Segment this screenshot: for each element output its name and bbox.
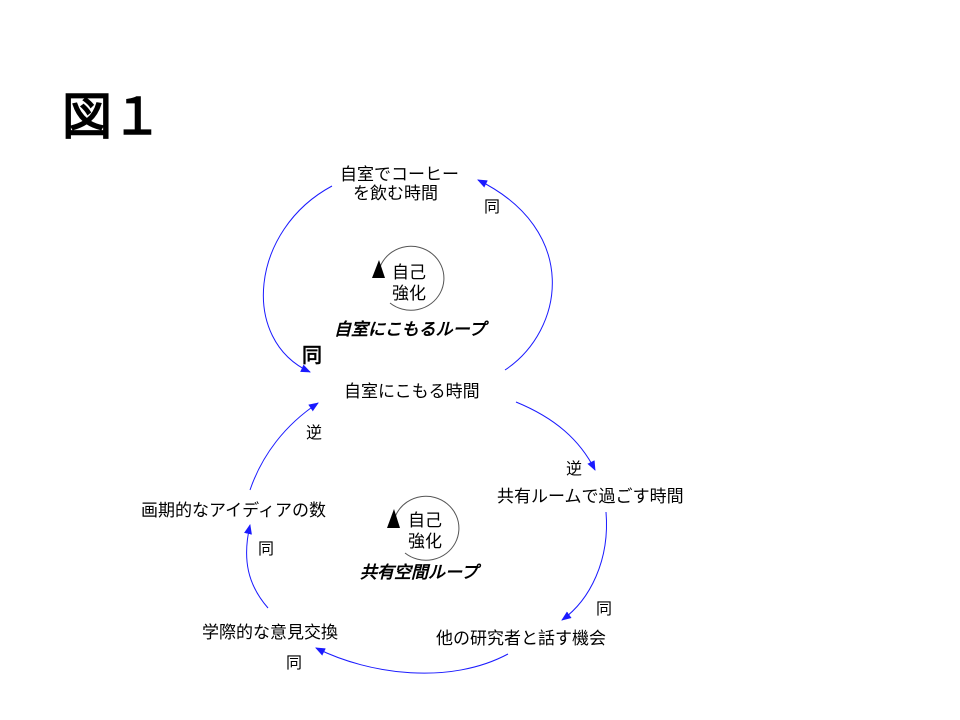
loop-marker-bottom-arc — [392, 495, 460, 561]
node-exchange: 学際的な意見交換 — [202, 623, 338, 643]
arrow-room-to-coffee — [477, 179, 553, 371]
polarity-talk-to-exchange: 同 — [286, 653, 302, 672]
polarity-room-to-shared: 逆 — [566, 459, 582, 478]
loop-marker-top-arrow-icon — [372, 260, 385, 278]
polarity-shared-to-talk: 同 — [596, 599, 612, 618]
polarity-room-to-coffee: 同 — [484, 197, 500, 216]
node-shared-time: 共有ルームで過ごす時間 — [497, 487, 684, 507]
figure-title: 図１ — [62, 88, 162, 146]
polarity-exchange-to-ideas: 同 — [258, 539, 274, 558]
polarity-coffee-to-room: 同 — [302, 343, 322, 367]
node-ideas: 画期的なアイディアの数 — [141, 500, 326, 521]
node-coffee-line2: を飲む時間 — [353, 184, 438, 204]
polarity-ideas-to-room: 逆 — [306, 423, 322, 442]
loop-marker-top-line1: 自己 — [392, 263, 426, 283]
loop-marker-top-arc — [377, 245, 445, 311]
loop-marker-bottom-arrow-icon — [387, 509, 400, 528]
loop-name-bottom: 共有空間ループ — [360, 563, 482, 583]
arrow-room-to-shared — [515, 401, 596, 471]
loop-marker-top-line2: 強化 — [392, 284, 426, 304]
node-talk-chance: 他の研究者と話す機会 — [436, 629, 606, 649]
arrow-coffee-to-room — [262, 185, 333, 373]
arrow-talk-to-exchange — [315, 647, 509, 674]
arrow-shared-to-talk — [561, 511, 608, 621]
arrow-exchange-to-ideas — [244, 524, 269, 609]
node-coffee-line1: 自室でコーヒー — [340, 165, 459, 185]
loop-marker-bottom-line1: 自己 — [408, 511, 442, 531]
loop-marker-bottom-line2: 強化 — [408, 532, 442, 552]
loop-name-top: 自室にこもるループ — [334, 320, 490, 340]
arrow-ideas-to-room — [249, 402, 319, 491]
node-room-time: 自室にこもる時間 — [344, 382, 480, 402]
